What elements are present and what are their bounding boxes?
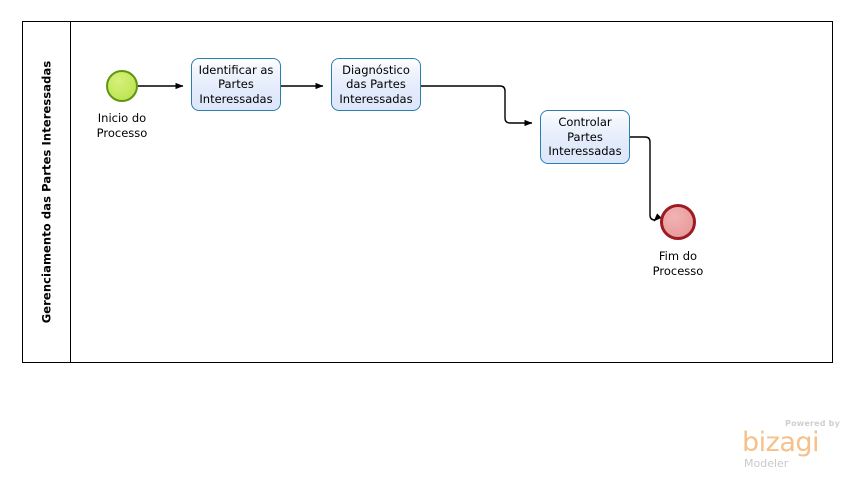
task-diagnostico-das-partes-interessadas[interactable]: Diagnóstico das Partes Interessadas xyxy=(331,58,421,111)
powered-by-label: Powered by xyxy=(785,419,840,428)
task-identificar-as-partes-interessadas[interactable]: Identificar as Partes Interessadas xyxy=(191,58,281,111)
lane-title: Gerenciamento das Partes Interessadas xyxy=(39,60,54,324)
bizagi-wordmark: bizagi xyxy=(742,427,820,458)
start-event-label: Inicio do Processo xyxy=(96,111,148,140)
lane-header[interactable]: Gerenciamento das Partes Interessadas xyxy=(23,22,71,362)
start-event[interactable] xyxy=(106,70,138,102)
sequence-flow-diagnostico-to-controlar[interactable] xyxy=(421,85,533,127)
modeler-label: Modeler xyxy=(744,457,789,470)
lane-body xyxy=(71,22,832,362)
bizagi-watermark: Powered by bizagi Modeler xyxy=(742,419,842,471)
end-event[interactable] xyxy=(660,204,696,240)
process-pool[interactable]: Gerenciamento das Partes Interessadas xyxy=(22,21,833,363)
end-event-label: Fim do Processo xyxy=(652,249,704,278)
sequence-flow-controlar-to-end[interactable] xyxy=(630,136,662,222)
task-controlar-partes-interessadas[interactable]: Controlar Partes Interessadas xyxy=(540,110,630,164)
